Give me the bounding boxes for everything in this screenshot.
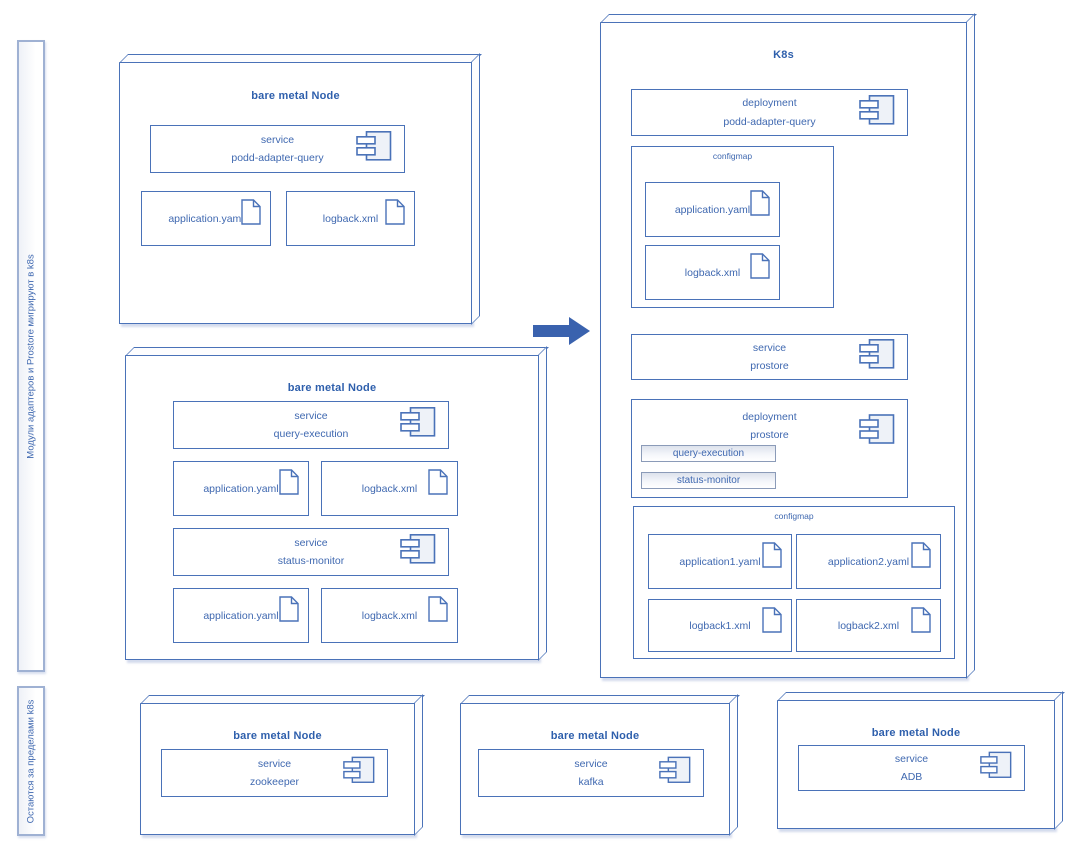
document-icon bbox=[279, 469, 299, 498]
sidebar-label-outside-group: Остаются за пределами k8s bbox=[17, 686, 45, 836]
component-type: service bbox=[257, 757, 292, 770]
file-name: logback2.xml bbox=[837, 619, 900, 632]
component-service-status-monitor: service status-monitor bbox=[173, 528, 449, 576]
file-logback-xml: logback.xml bbox=[321, 588, 458, 643]
component-icon bbox=[400, 407, 436, 443]
component-service-kafka: service kafka bbox=[478, 749, 704, 797]
document-icon bbox=[762, 607, 782, 636]
component-icon bbox=[859, 414, 895, 449]
file-name: logback1.xml bbox=[689, 619, 751, 632]
component-type: service bbox=[294, 409, 328, 422]
node-bare-metal-podd-adapter: bare metal Node service podd-adapter-que… bbox=[119, 62, 472, 324]
document-icon bbox=[750, 190, 770, 219]
file-name: logback.xml bbox=[361, 482, 418, 495]
document-icon bbox=[428, 469, 448, 498]
pod-label: status-monitor bbox=[676, 475, 741, 486]
component-type: service bbox=[574, 757, 608, 770]
pod-query-execution: query-execution bbox=[641, 445, 776, 462]
node-title: bare metal Node bbox=[871, 727, 961, 739]
component-type: service bbox=[752, 341, 787, 354]
node-bare-metal-adb: bare metal Node service ADB bbox=[777, 700, 1055, 829]
file-application1-yaml: application1.yaml bbox=[648, 534, 792, 589]
migrate-group-label: Модули адаптеров и Prostore мигрируют в … bbox=[25, 253, 37, 459]
component-icon bbox=[859, 339, 895, 375]
component-name: prostore bbox=[750, 360, 789, 372]
file-name: logback.xml bbox=[322, 212, 379, 225]
pod-status-monitor: status-monitor bbox=[641, 472, 776, 489]
node-title: bare metal Node bbox=[233, 730, 322, 742]
file-logback-xml: logback.xml bbox=[645, 245, 780, 300]
configmap-box-2: configmap application1.yaml application2… bbox=[633, 506, 955, 659]
component-service-prostore: service prostore bbox=[631, 334, 908, 380]
component-type: deployment bbox=[742, 411, 797, 423]
component-icon bbox=[980, 751, 1012, 784]
file-application-yaml: application.yaml bbox=[141, 191, 271, 246]
document-icon bbox=[385, 199, 405, 228]
component-type: service bbox=[294, 536, 328, 549]
file-application2-yaml: application2.yaml bbox=[796, 534, 941, 589]
configmap-label: configmap bbox=[712, 151, 753, 161]
component-service-query-execution: service query-execution bbox=[173, 401, 449, 449]
component-deployment-podd-adapter-query: deployment podd-adapter-query bbox=[631, 89, 908, 136]
component-icon bbox=[859, 94, 895, 130]
file-name: application.yaml bbox=[168, 212, 244, 225]
file-application-yaml: application.yaml bbox=[173, 588, 309, 643]
component-service-zookeeper: service zookeeper bbox=[161, 749, 388, 797]
node-title: bare metal Node bbox=[550, 730, 640, 742]
component-icon bbox=[356, 131, 392, 167]
outside-group-label: Остаются за пределами k8s bbox=[25, 699, 37, 823]
file-name: application.yaml bbox=[203, 609, 279, 622]
component-icon bbox=[659, 756, 691, 789]
component-name: podd-adapter-query bbox=[231, 152, 324, 164]
component-name: kafka bbox=[578, 776, 604, 788]
component-service-podd-adapter-query: service podd-adapter-query bbox=[150, 125, 405, 173]
file-application-yaml: application.yaml bbox=[645, 182, 780, 237]
file-name: logback.xml bbox=[684, 266, 741, 279]
migration-arrow-icon bbox=[533, 317, 590, 345]
document-icon bbox=[911, 607, 931, 636]
file-application-yaml: application.yaml bbox=[173, 461, 309, 516]
document-icon bbox=[911, 542, 931, 571]
file-name: application.yaml bbox=[674, 203, 751, 216]
document-icon bbox=[750, 253, 770, 282]
component-service-adb: service ADB bbox=[798, 745, 1025, 791]
node-k8s: K8s deployment podd-adapter-query config… bbox=[600, 22, 967, 678]
configmap-label: configmap bbox=[774, 511, 814, 521]
document-icon bbox=[428, 596, 448, 625]
file-name: application.yaml bbox=[203, 482, 279, 495]
component-icon bbox=[400, 534, 436, 570]
component-name: query-execution bbox=[273, 428, 349, 440]
component-icon bbox=[343, 756, 375, 789]
component-type: deployment bbox=[742, 97, 797, 110]
file-logback-xml: logback.xml bbox=[286, 191, 415, 246]
configmap-box-1: configmap application.yaml logback.xml bbox=[631, 146, 834, 308]
component-name: zookeeper bbox=[249, 776, 300, 788]
component-name: ADB bbox=[900, 771, 923, 783]
component-type: service bbox=[894, 752, 929, 765]
file-name: application2.yaml bbox=[827, 555, 910, 568]
component-text: deployment prostore bbox=[632, 408, 907, 445]
file-name: application1.yaml bbox=[679, 555, 761, 568]
file-name: logback.xml bbox=[361, 609, 418, 622]
file-logback-xml: logback.xml bbox=[321, 461, 458, 516]
document-icon bbox=[279, 596, 299, 625]
component-deployment-prostore: deployment prostore query-execution stat… bbox=[631, 399, 908, 498]
pod-label: query-execution bbox=[672, 448, 745, 459]
document-icon bbox=[241, 199, 261, 228]
node-bare-metal-zookeeper: bare metal Node service zookeeper bbox=[140, 703, 415, 835]
node-title: bare metal Node bbox=[251, 90, 340, 102]
file-logback1-xml: logback1.xml bbox=[648, 599, 792, 652]
node-bare-metal-kafka: bare metal Node service kafka bbox=[460, 703, 730, 835]
file-logback2-xml: logback2.xml bbox=[796, 599, 941, 652]
component-type: service bbox=[260, 133, 295, 146]
component-name: prostore bbox=[750, 429, 789, 442]
sidebar-label-migrate-group: Модули адаптеров и Prostore мигрируют в … bbox=[17, 40, 45, 672]
document-icon bbox=[762, 542, 782, 571]
component-name: status-monitor bbox=[277, 555, 345, 567]
node-bare-metal-execution: bare metal Node service query-execution … bbox=[125, 355, 539, 660]
k8s-title: K8s bbox=[773, 49, 794, 61]
component-name: podd-adapter-query bbox=[723, 115, 816, 128]
node-title: bare metal Node bbox=[287, 382, 377, 394]
